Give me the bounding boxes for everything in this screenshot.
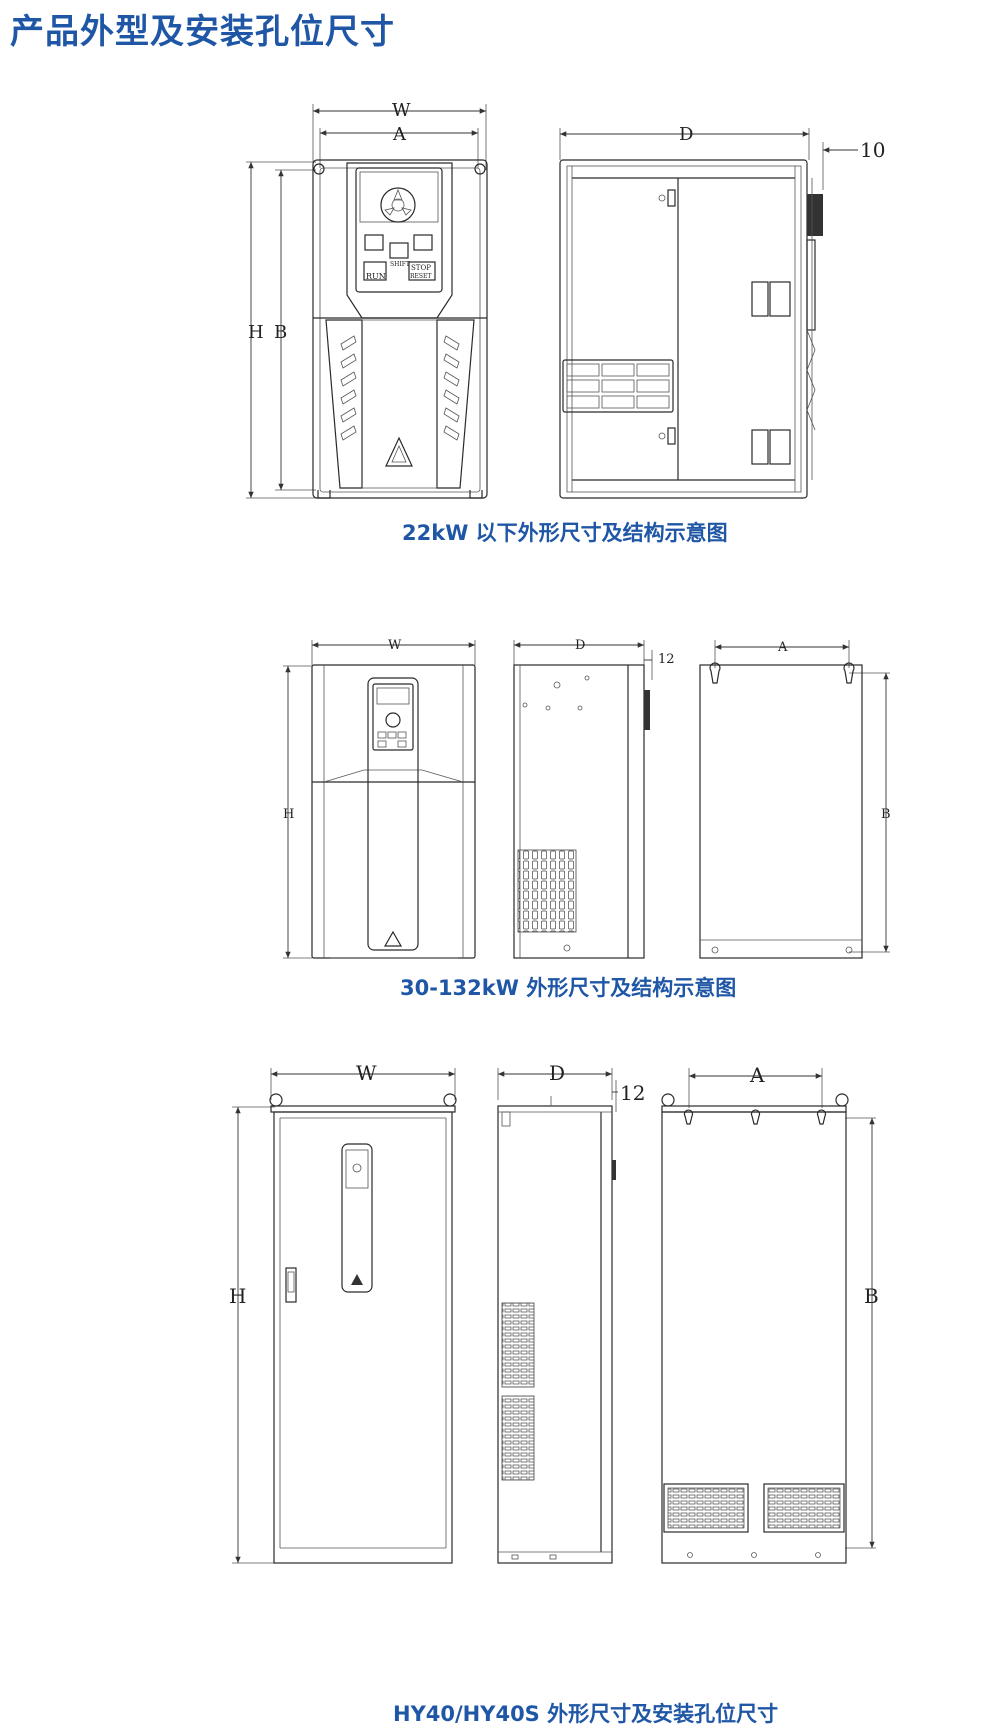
s2-dim-h-label: H — [283, 807, 294, 822]
dim-b-label: B — [274, 322, 287, 343]
s2-dim-a-label: A — [777, 640, 788, 655]
section-3-caption: HY40/HY40S 外形尺寸及安装孔位尺寸 — [393, 1702, 779, 1726]
section-1-caption: 22kW 以下外形尺寸及结构示意图 — [402, 521, 728, 545]
dim-w-label: W — [392, 100, 411, 121]
s3-dim-offset-label: 12 — [620, 1081, 645, 1105]
section-1-side-view: D 10 — [559, 124, 885, 499]
key-stop: STOP — [411, 264, 431, 272]
section-3-side-view: D 12 — [497, 1061, 645, 1564]
s2-dim-w-label: W — [388, 638, 402, 653]
key-shift: SHIFT — [390, 261, 410, 268]
key-run: RUN — [366, 272, 386, 281]
section-2-side-view: D 12 — [513, 638, 675, 959]
page-title: 产品外型及安装孔位尺寸 — [10, 12, 395, 52]
s2-dim-offset-label: 12 — [658, 652, 675, 667]
s3-dim-a-label: A — [749, 1063, 765, 1087]
s3-dim-h-label: H — [229, 1284, 246, 1308]
s3-dim-b-label: B — [864, 1284, 879, 1308]
section-3-front-view: W H — [229, 1061, 457, 1564]
section-2-caption: 30-132kW 外形尺寸及结构示意图 — [400, 976, 737, 1000]
s3-dim-d-label: D — [549, 1061, 565, 1085]
s2-dim-d-label: D — [575, 638, 585, 653]
dim-h-label: H — [248, 322, 264, 343]
s2-dim-b-label: B — [881, 807, 891, 822]
key-reset: RESET — [410, 273, 431, 280]
dim-a-label: A — [392, 124, 407, 145]
section-3-back-view: A B — [661, 1063, 879, 1564]
dim-offset-label: 10 — [860, 138, 885, 162]
section-2-back-view: A B — [699, 640, 891, 959]
section-2-front-view: W H — [283, 638, 476, 959]
section-1-front-view: W A H B RUN STOP RESET SHI — [246, 100, 488, 499]
dim-d-label: D — [679, 124, 693, 145]
s3-dim-w-label: W — [356, 1061, 377, 1085]
